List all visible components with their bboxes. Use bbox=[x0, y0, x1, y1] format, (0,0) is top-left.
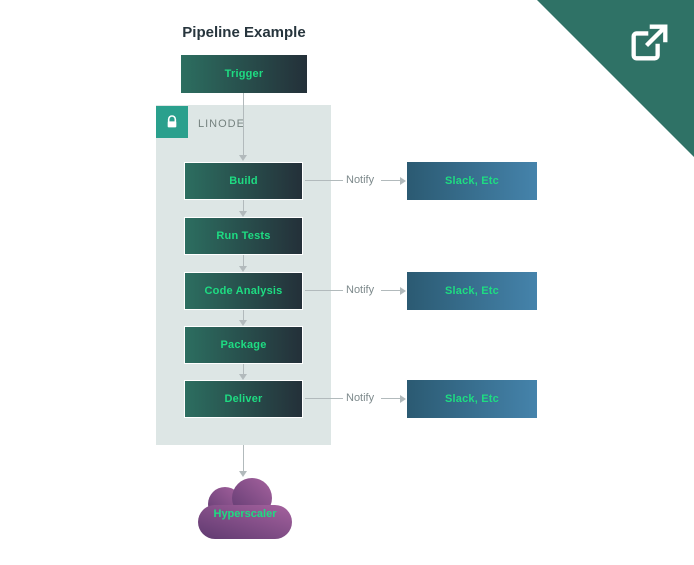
slack-node-deliver: Slack, Etc bbox=[407, 380, 537, 418]
connector-deliver-cloud bbox=[243, 445, 244, 471]
connector-trigger-build bbox=[243, 93, 244, 155]
notify-line-deliver-b bbox=[381, 398, 400, 399]
slack-node-build: Slack, Etc bbox=[407, 162, 537, 200]
notify-line-codeanalysis-a bbox=[305, 290, 343, 291]
notify-arrowhead-build bbox=[400, 177, 406, 185]
lock-icon bbox=[167, 115, 177, 128]
cloud-label: Hyperscaler bbox=[213, 508, 277, 520]
connector-package-deliver bbox=[243, 364, 244, 374]
step-node-package: Package bbox=[184, 326, 303, 364]
external-link-icon[interactable] bbox=[626, 20, 672, 66]
step-node-code-analysis: Code Analysis bbox=[184, 272, 303, 310]
notify-arrowhead-deliver bbox=[400, 395, 406, 403]
trigger-node: Trigger bbox=[181, 55, 307, 93]
linode-label: LINODE bbox=[198, 118, 245, 130]
step-node-run-tests: Run Tests bbox=[184, 217, 303, 255]
notify-line-codeanalysis-b bbox=[381, 290, 400, 291]
notify-arrowhead-codeanalysis bbox=[400, 287, 406, 295]
page-title: Pipeline Example bbox=[182, 24, 306, 41]
lock-badge bbox=[156, 106, 188, 138]
notify-label-codeanalysis: Notify bbox=[346, 284, 375, 296]
connector-build-runtests bbox=[243, 200, 244, 211]
arrowhead-trigger-build bbox=[239, 155, 247, 161]
connector-runtests-codeanalysis bbox=[243, 255, 244, 266]
slack-node-codeanalysis: Slack, Etc bbox=[407, 272, 537, 310]
arrowhead-build-runtests bbox=[239, 211, 247, 217]
notify-line-build-a bbox=[305, 180, 343, 181]
notify-label-build: Notify bbox=[346, 174, 375, 186]
step-node-build: Build bbox=[184, 162, 303, 200]
cloud-icon bbox=[198, 478, 292, 539]
arrowhead-package-deliver bbox=[239, 374, 247, 380]
step-node-deliver: Deliver bbox=[184, 380, 303, 418]
notify-line-build-b bbox=[381, 180, 400, 181]
notify-label-deliver: Notify bbox=[346, 392, 375, 404]
arrowhead-codeanalysis-package bbox=[239, 320, 247, 326]
notify-line-deliver-a bbox=[305, 398, 343, 399]
arrowhead-deliver-cloud bbox=[239, 471, 247, 477]
connector-codeanalysis-package bbox=[243, 310, 244, 320]
arrowhead-runtests-codeanalysis bbox=[239, 266, 247, 272]
